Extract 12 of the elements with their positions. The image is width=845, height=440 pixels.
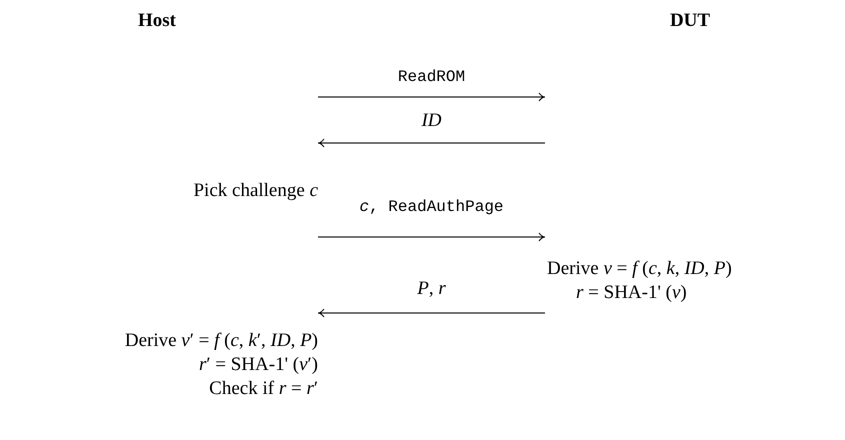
step-note: Pick challenge c [193,180,318,202]
column-heading: Host [138,10,176,32]
column-heading: DUT [670,10,710,32]
step-note: Check if r = r′ [209,378,318,400]
message-label: c, ReadAuthPage [359,198,504,216]
message-label: ReadROM [398,68,466,86]
step-note: Derive v = f (c, k, ID, P) [547,258,732,280]
step-note: Derive v′ = f (c, k′, ID, P) [124,330,318,352]
message-label: ID [421,110,442,132]
message-label: P, r [417,278,446,300]
step-note: r = SHA-1' (v) [576,282,687,304]
step-note: r′ = SHA-1' (v′) [198,354,318,376]
